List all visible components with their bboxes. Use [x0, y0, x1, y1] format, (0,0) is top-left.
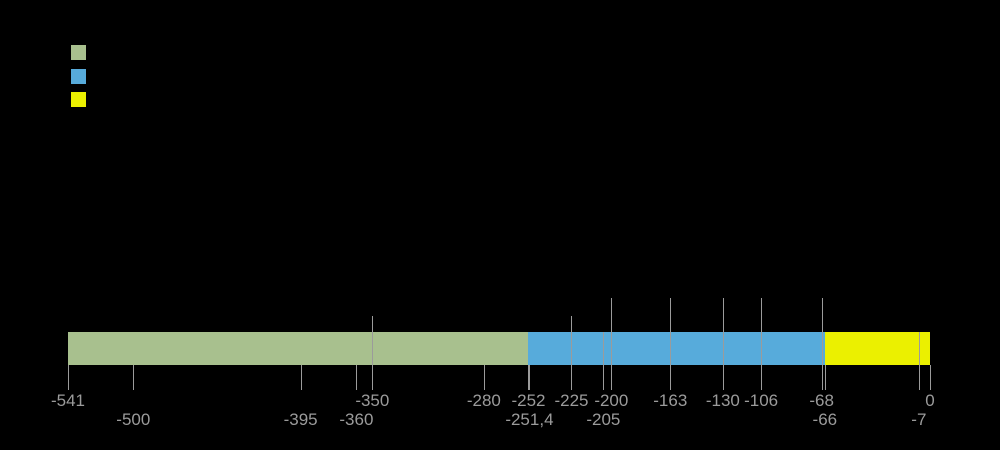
tick-label: -130: [705, 391, 740, 410]
tick-label: -280: [466, 391, 501, 410]
tick-label: -163: [653, 391, 688, 410]
tick-line: [761, 298, 763, 390]
tick-label: -395: [283, 410, 318, 429]
tick-line: [483, 365, 485, 390]
tick-label: -7: [911, 410, 927, 429]
tick-line: [611, 298, 613, 390]
tick-label: -360: [339, 410, 374, 429]
tick-line: [372, 316, 374, 390]
era-segment-2: [824, 332, 930, 365]
tick-line: [821, 298, 823, 390]
tick-line: [529, 365, 531, 390]
tick-line: [824, 365, 826, 390]
tick-label: -541: [50, 391, 86, 410]
era-segment-0: [68, 332, 529, 365]
tick-label: -500: [116, 410, 151, 429]
tick-label: -205: [586, 410, 621, 429]
tick-label: -225: [554, 391, 589, 410]
tick-label: -252: [511, 391, 546, 410]
tick-line: [918, 332, 920, 390]
tick-line: [356, 365, 358, 390]
tick-line: [722, 298, 724, 390]
tick-line: [930, 365, 931, 390]
tick-label: -66: [812, 410, 838, 429]
legend-swatch-yellow: [71, 92, 86, 107]
legend-swatch-green: [71, 45, 86, 60]
tick-label: -200: [594, 391, 629, 410]
tick-label: -106: [744, 391, 779, 410]
tick-line: [571, 316, 573, 390]
legend-swatch-blue: [71, 69, 86, 84]
era-segment-1: [528, 332, 825, 365]
tick-line: [300, 365, 302, 390]
tick-line: [133, 365, 135, 390]
tick-label: -251,4: [505, 410, 554, 429]
tick-line: [68, 365, 69, 390]
tick-line: [603, 332, 605, 390]
tick-line: [528, 365, 530, 390]
tick-label: 0: [925, 391, 935, 410]
tick-label: -350: [355, 391, 390, 410]
tick-line: [670, 298, 672, 390]
tick-label: -68: [809, 391, 834, 410]
